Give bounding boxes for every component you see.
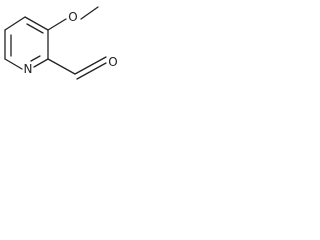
ring-bond-n-c6 — [4, 58, 23, 70]
chemical-structure-canvas: N O O — [0, 0, 150, 98]
chemical-structure-diagram: N O O — [4, 6, 118, 80]
aldehyde-oxygen-label: O — [108, 55, 117, 69]
methoxy-bond-ring-o — [47, 18, 67, 31]
bond-group — [4, 6, 107, 80]
ring-double-bond-bottom — [30, 55, 41, 62]
ring-bond-c5-c4-left — [4, 16, 26, 31]
ring-bond-c5-c4 — [24, 16, 49, 31]
aldehyde-double-bond-outer — [74, 56, 107, 75]
methoxy-bond-o-ch3 — [80, 6, 99, 20]
ring-nitrogen-label: N — [24, 62, 33, 76]
aldehyde-double-bond-inner — [76, 62, 107, 80]
ring-double-bond-top — [26, 23, 44, 34]
aldehyde-bond-ring-c — [47, 58, 76, 75]
methoxy-oxygen-label: O — [68, 10, 77, 24]
ring-bond-c3-n — [33, 58, 49, 68]
